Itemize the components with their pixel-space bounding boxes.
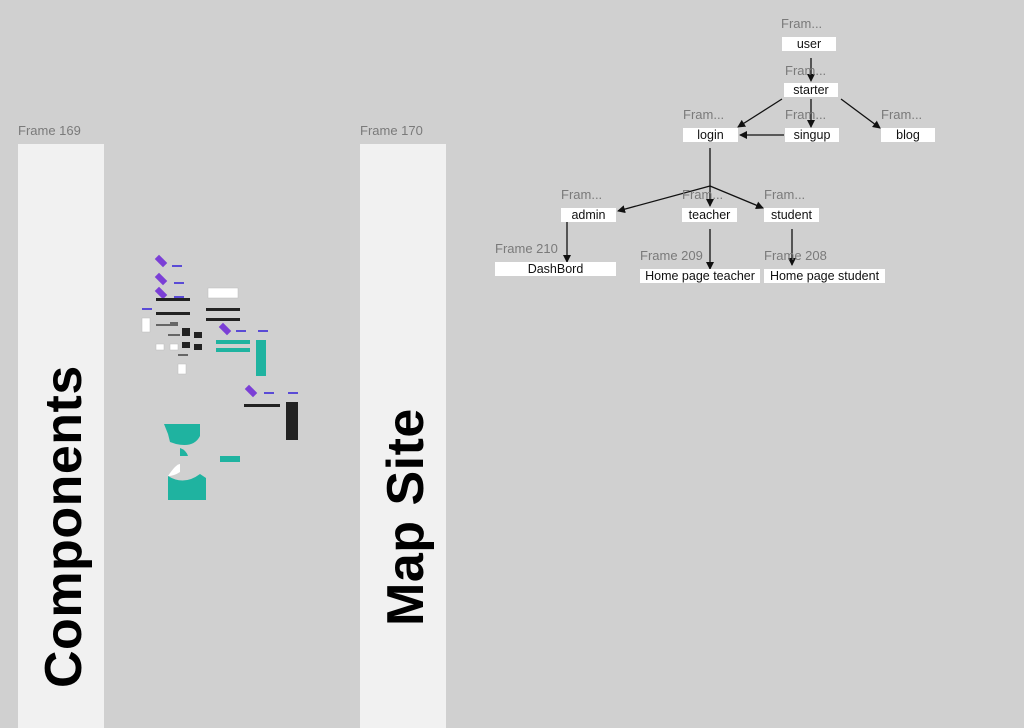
starter-frame-label: Fram... xyxy=(785,63,827,78)
map-site-panel[interactable] xyxy=(360,144,446,728)
home-teacher-frame-label: Frame 209 xyxy=(640,248,703,263)
node-home-page-student[interactable]: Home page student xyxy=(764,269,885,283)
node-blog[interactable]: blog xyxy=(881,128,935,142)
frame-170-label: Frame 170 xyxy=(360,123,423,138)
home-student-frame-label: Frame 208 xyxy=(764,248,827,263)
node-login[interactable]: login xyxy=(683,128,738,142)
admin-frame-label: Fram... xyxy=(561,187,603,202)
dashbord-frame-label: Frame 210 xyxy=(495,241,558,256)
components-title: Components xyxy=(35,365,93,688)
teacher-frame-label: Fram... xyxy=(682,187,724,202)
singup-frame-label: Fram... xyxy=(785,107,827,122)
node-user[interactable]: user xyxy=(782,37,836,51)
map-site-title: Map Site xyxy=(377,408,435,626)
node-singup[interactable]: singup xyxy=(785,128,839,142)
blog-frame-label: Fram... xyxy=(881,107,923,122)
components-thumbnail-cluster[interactable] xyxy=(140,252,310,502)
node-admin[interactable]: admin xyxy=(561,208,616,222)
user-frame-label: Fram... xyxy=(781,16,823,31)
student-frame-label: Fram... xyxy=(764,187,806,202)
node-home-page-teacher[interactable]: Home page teacher xyxy=(640,269,760,283)
components-panel[interactable] xyxy=(18,144,104,728)
login-frame-label: Fram... xyxy=(683,107,725,122)
frame-169-label: Frame 169 xyxy=(18,123,81,138)
node-student[interactable]: student xyxy=(764,208,819,222)
node-teacher[interactable]: teacher xyxy=(682,208,737,222)
components-miniatures xyxy=(141,254,298,500)
node-starter[interactable]: starter xyxy=(784,83,838,97)
node-dashbord[interactable]: DashBord xyxy=(495,262,616,276)
